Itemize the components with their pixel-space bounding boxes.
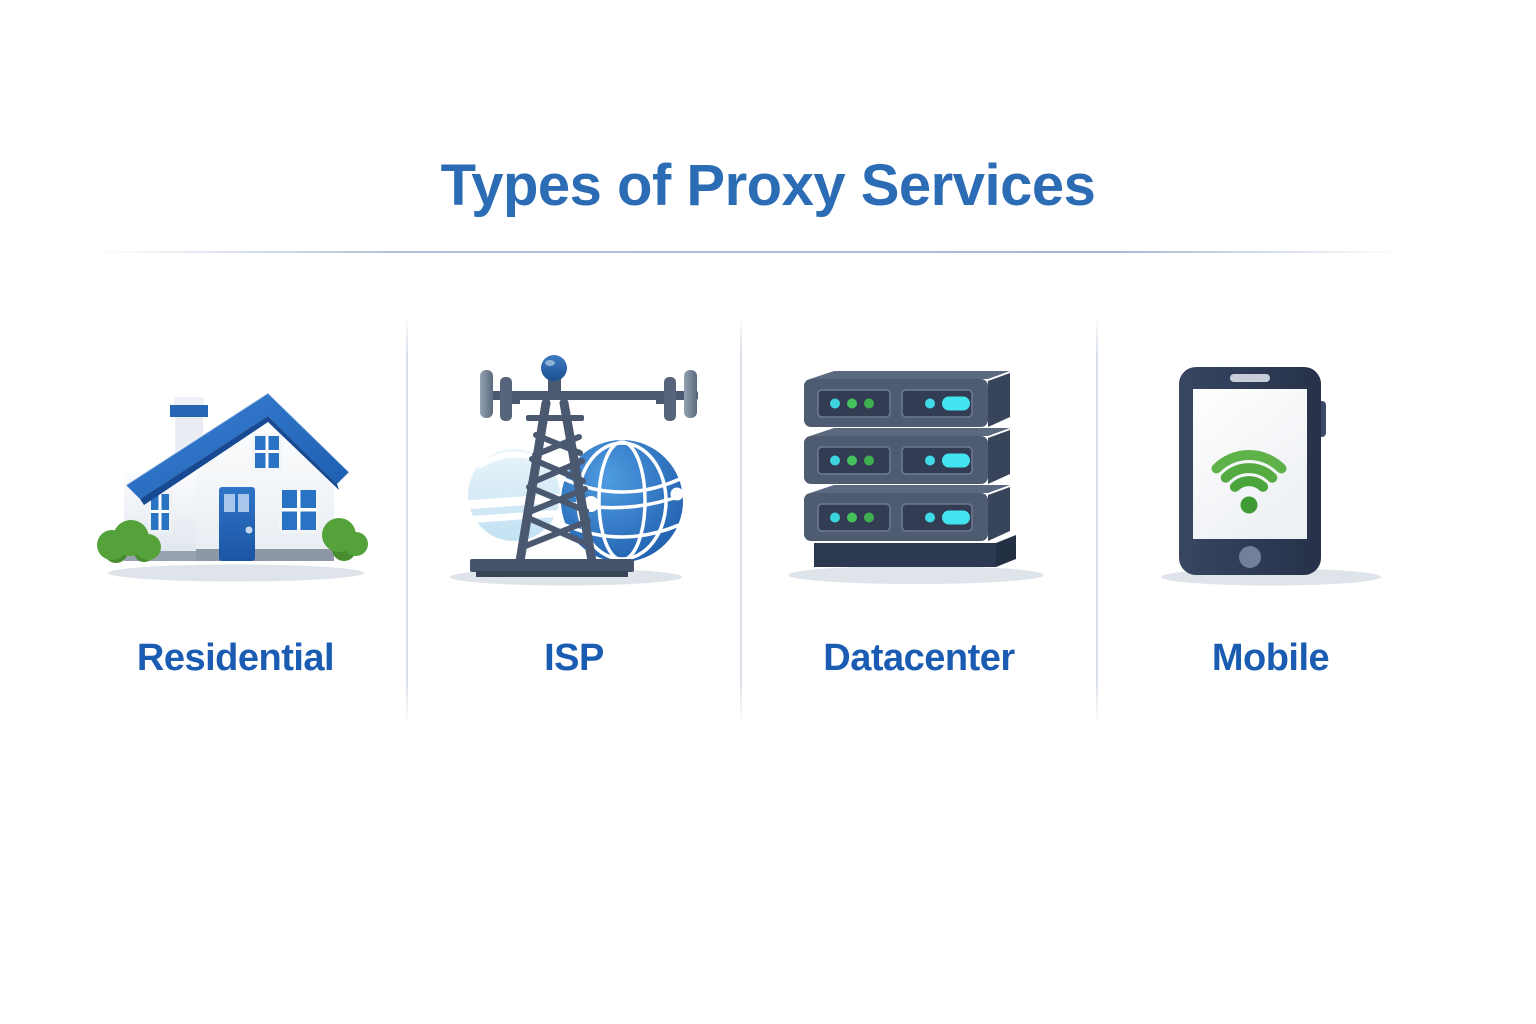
- column-label-residential: Residential: [136, 637, 335, 679]
- proxy-type-columns: Residential: [0, 315, 1536, 730]
- cell-tower-globe-icon: [434, 315, 714, 593]
- server-rack-icon-svg: [788, 371, 1044, 584]
- smartphone-wifi-icon-svg: [1160, 367, 1381, 586]
- column-divider: [1096, 315, 1098, 727]
- cell-tower-globe-icon-svg: [450, 355, 698, 586]
- column-label-isp: ISP: [544, 637, 604, 679]
- column-divider: [740, 315, 742, 727]
- house-icon-svg: [96, 392, 368, 582]
- page-title: Types of Proxy Services: [440, 153, 1096, 218]
- column-residential: Residential: [0, 315, 407, 730]
- smartphone-wifi-icon: [1141, 315, 1401, 593]
- column-label-datacenter: Datacenter: [823, 637, 1015, 679]
- server-rack-icon: [764, 315, 1074, 593]
- column-isp: ISP: [407, 315, 741, 730]
- house-icon: [86, 315, 386, 593]
- column-label-mobile: Mobile: [1211, 637, 1330, 679]
- column-datacenter: Datacenter: [741, 315, 1097, 730]
- title-divider: [94, 251, 1404, 253]
- column-mobile: Mobile: [1097, 315, 1536, 730]
- column-divider: [406, 315, 408, 727]
